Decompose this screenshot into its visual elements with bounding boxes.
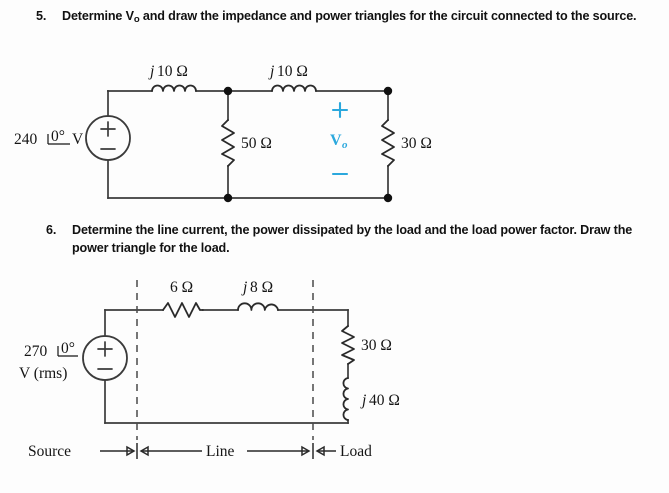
resistor-30-label: 30 Ω <box>401 135 432 152</box>
source-2-magnitude: 270 <box>24 343 48 360</box>
inductor-j10-left-label: 10 Ω <box>157 63 188 80</box>
source-2-angle: 0° <box>61 340 75 357</box>
output-voltage-symbol: V <box>330 132 342 149</box>
source-1-angle: 0° <box>51 128 65 145</box>
resistor-6-symbol <box>162 302 204 318</box>
source-1-magnitude: 240 <box>14 131 38 148</box>
angle-symbol-2 <box>57 346 78 357</box>
output-voltage-subscript: o <box>342 139 348 151</box>
inductor-j10-right-symbol <box>271 84 317 92</box>
inductor-j40-symbol <box>342 377 349 421</box>
question-5-text: Determine Vo and draw the impedance and … <box>62 8 642 27</box>
source-1-unit: V <box>72 131 84 148</box>
resistor-50-label: 50 Ω <box>241 135 272 152</box>
question-5: 5. Determine Vo and draw the impedance a… <box>36 8 642 27</box>
circuit-diagram-2: 270 0° V (rms) 6 Ω j 8 Ω 30 Ω j 40 Ω Sou… <box>0 268 520 468</box>
inductor-j10-left-prefix: j <box>148 63 154 80</box>
arrowhead-line-right <box>301 445 311 457</box>
resistor-30-symbol <box>381 119 395 167</box>
resistor-30-label-2: 30 Ω <box>361 337 392 354</box>
node-bottom-right <box>383 193 393 203</box>
arrowhead-line-left <box>139 445 149 457</box>
source-2-unit: V (rms) <box>19 365 67 382</box>
question-6: 6. Determine the line current, the power… <box>46 222 642 258</box>
inductor-j40-label: 40 Ω <box>369 392 400 409</box>
section-label-line: Line <box>206 443 235 460</box>
node-bottom-middle <box>223 193 233 203</box>
inductor-j10-right-label: 10 Ω <box>277 63 308 80</box>
inductor-j8-label: 8 Ω <box>250 279 273 296</box>
question-5-number: 5. <box>36 9 47 23</box>
node-top-right <box>383 86 393 96</box>
arrowhead-source <box>126 445 136 457</box>
angle-symbol-1 <box>47 134 70 145</box>
voltage-source-symbol <box>85 115 131 161</box>
inductor-j10-right-prefix: j <box>268 63 274 80</box>
inductor-j10-left-symbol <box>151 84 197 92</box>
section-label-source: Source <box>28 443 71 460</box>
vo-plus-icon <box>331 101 349 119</box>
voltage-source-2-symbol <box>82 335 128 381</box>
arrowhead-load <box>315 445 325 457</box>
question-5-subscript: o <box>133 14 140 26</box>
question-6-text: Determine the line current, the power di… <box>72 223 633 255</box>
inductor-j40-prefix: j <box>360 392 366 409</box>
resistor-50-symbol <box>221 119 235 167</box>
question-5-text-part2: and draw the impedance and power triangl… <box>139 9 637 23</box>
node-top-middle <box>223 86 233 96</box>
resistor-6-label: 6 Ω <box>170 279 193 296</box>
inductor-j8-symbol <box>237 302 279 311</box>
section-label-load: Load <box>340 443 372 460</box>
resistor-30-symbol-2 <box>341 325 355 365</box>
inductor-j8-prefix: j <box>241 279 247 296</box>
question-5-text-part1: Determine V <box>62 9 134 23</box>
source-plus-icon <box>100 121 116 137</box>
circuit-diagram-1: 240 0° V j 10 Ω j 10 Ω 50 Ω 30 Ω V o <box>0 58 510 213</box>
source-2-plus-icon <box>97 341 113 357</box>
question-6-number: 6. <box>46 223 57 237</box>
